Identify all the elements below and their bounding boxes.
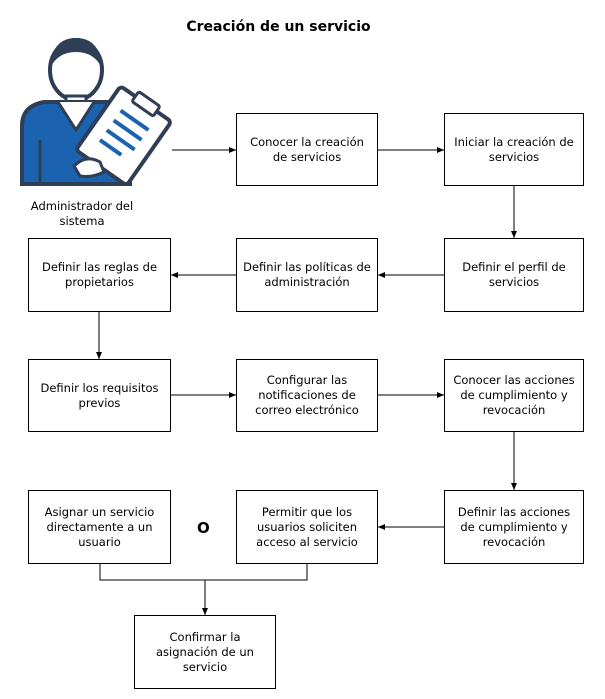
- step-definir-acciones: Definir las acciones de cumplimiento y r…: [444, 490, 584, 564]
- step-confirmar-asignacion: Confirmar la asignación de un servicio: [134, 615, 276, 689]
- merge-line-left: [99, 564, 205, 581]
- or-label: O: [197, 519, 210, 537]
- step-asignar-directamente: Asignar un servicio directamente a un us…: [28, 490, 171, 564]
- step-conocer-acciones: Conocer las acciones de cumplimiento y r…: [444, 359, 584, 432]
- step-definir-politicas: Definir las políticas de administración: [236, 238, 378, 312]
- step-configurar-notificaciones: Configurar las notificaciones de correo …: [236, 359, 378, 432]
- step-definir-requisitos: Definir los requisitos previos: [28, 359, 171, 432]
- diagram-title: Creación de un servicio: [186, 19, 371, 35]
- step-definir-perfil: Definir el perfil de servicios: [444, 238, 584, 312]
- actor-label: Administrador del sistema: [30, 199, 134, 228]
- step-conocer-creacion: Conocer la creación de servicios: [236, 113, 378, 186]
- step-definir-reglas: Definir las reglas de propietarios: [28, 238, 171, 312]
- step-iniciar-creacion: Iniciar la creación de servicios: [444, 113, 584, 186]
- step-permitir-solicitudes: Permitir que los usuarios soliciten acce…: [236, 490, 378, 564]
- administrator-clipboard-icon: [20, 38, 172, 186]
- merge-line-right: [205, 564, 308, 581]
